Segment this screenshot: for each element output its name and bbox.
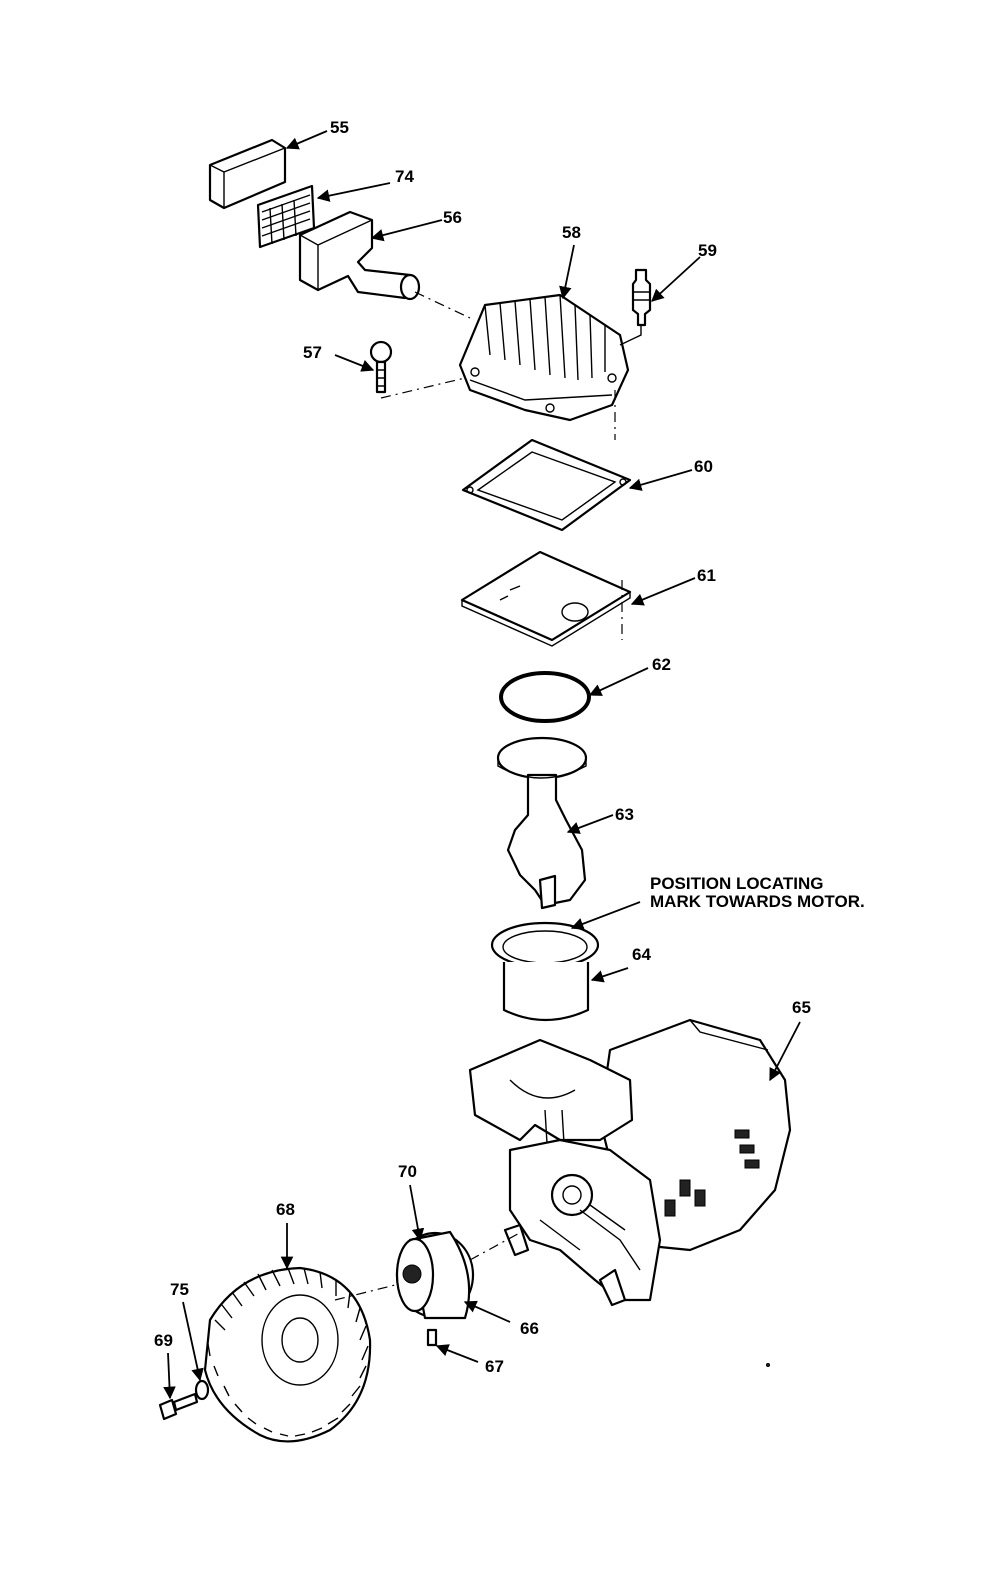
callout-68: 68 (276, 1200, 295, 1219)
axis-line-57 (380, 377, 466, 399)
part-68-fan-wheel (203, 1266, 372, 1443)
part-63-piston-rod (496, 736, 588, 910)
part-67-set-screw (426, 1328, 438, 1347)
callout-55: 55 (330, 118, 349, 137)
callout-61: 61 (697, 566, 716, 585)
part-65-motor-assembly (468, 1018, 792, 1307)
callout-59: 59 (698, 241, 717, 260)
callout-70: 70 (398, 1162, 417, 1181)
part-64-cylinder-sleeve (490, 921, 600, 1022)
callout-64: 64 (632, 945, 651, 964)
part-57-head-bolt (369, 340, 393, 394)
part-61-valve-plate (460, 550, 632, 647)
callout-63: 63 (615, 805, 634, 824)
part-70-eccentric (395, 1230, 475, 1320)
assembly-note-line-2: MARK TOWARDS MOTOR. (650, 892, 865, 911)
part-59-fitting (631, 268, 652, 327)
callout-65: 65 (792, 998, 811, 1017)
callout-leaders (163, 130, 801, 1400)
axis-line-70 (469, 1229, 526, 1261)
callout-66: 66 (520, 1319, 539, 1338)
callout-57: 57 (303, 343, 322, 362)
callout-74: 74 (395, 167, 414, 186)
part-62-o-ring (499, 671, 591, 723)
callout-58: 58 (562, 223, 581, 242)
part-58-cylinder-head (458, 293, 630, 422)
part-60-head-gasket (461, 438, 632, 532)
assembly-note-line-1: POSITION LOCATING (650, 874, 823, 893)
part-75-washer (194, 1379, 210, 1401)
callout-75: 75 (170, 1280, 189, 1299)
callout-67: 67 (485, 1357, 504, 1376)
callout-60: 60 (694, 457, 713, 476)
part-55-filter-cover (208, 138, 287, 210)
callout-69: 69 (154, 1331, 173, 1350)
link-line-59 (619, 326, 642, 346)
callout-56: 56 (443, 208, 462, 227)
part-69-fan-bolt (158, 1392, 199, 1421)
part-56-intake-muffler (298, 210, 421, 301)
callout-62: 62 (652, 655, 671, 674)
axis-line-68 (334, 1284, 396, 1301)
stray-dot (766, 1363, 770, 1367)
axis-line-56 (414, 291, 471, 319)
